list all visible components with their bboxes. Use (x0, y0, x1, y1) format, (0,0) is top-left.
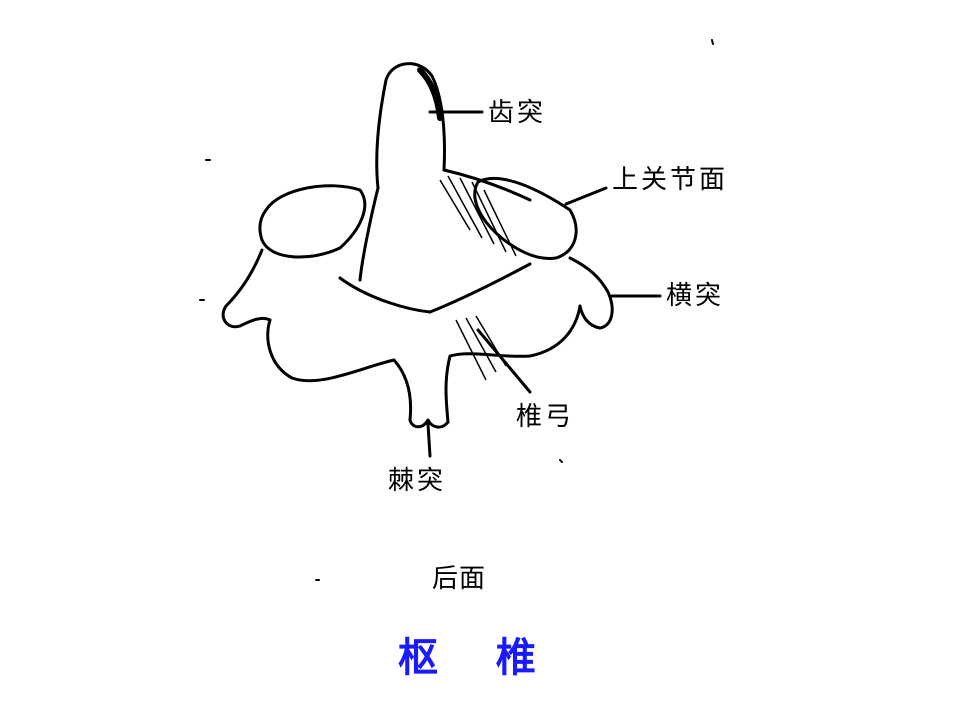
spinous-process (408, 418, 450, 429)
left-facet (258, 184, 367, 259)
speck (199, 39, 714, 581)
left-transverse (221, 248, 272, 329)
label-vertebral-arch: 椎弓 (516, 402, 575, 432)
right-facet (473, 176, 578, 260)
label-dens: 齿突 (488, 98, 547, 128)
right-transverse (568, 256, 614, 330)
dens-outline (375, 62, 446, 190)
left-lamina (266, 318, 413, 422)
leader-spinous (426, 422, 432, 458)
foramen-edge (338, 262, 532, 314)
hatching (439, 175, 517, 381)
figure-title: 枢 椎 (398, 635, 558, 681)
leader-superior (564, 186, 608, 206)
label-transverse-process: 横突 (666, 281, 725, 311)
label-superior-articular-surface: 上关节面 (612, 165, 729, 195)
leader-arch (476, 328, 532, 394)
vertebral-body (358, 168, 532, 282)
view-caption: 后面 (432, 564, 487, 594)
label-spinous-process: 棘突 (388, 466, 447, 496)
